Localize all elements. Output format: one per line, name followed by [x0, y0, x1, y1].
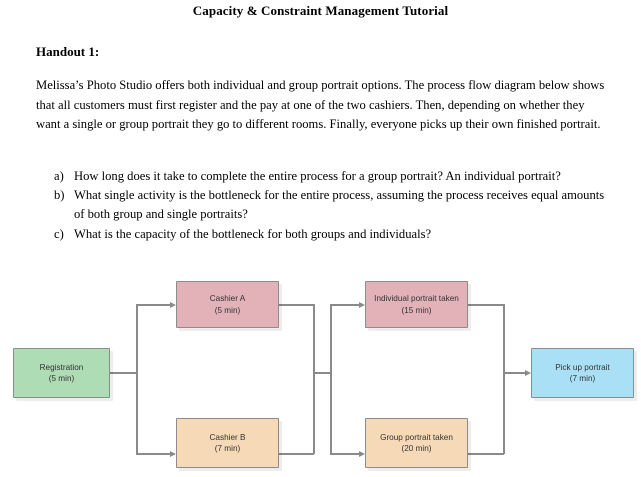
question-list: a) How long does it take to complete the…	[36, 167, 614, 244]
page-title: Capacity & Constraint Management Tutoria…	[192, 3, 449, 18]
node-group-portrait-label: Group portrait taken	[380, 432, 453, 442]
connector-merge-to-split-bridge	[313, 372, 331, 374]
connector-registration-to-split	[110, 372, 137, 374]
node-registration-label: Registration	[39, 362, 84, 372]
node-cashier-b[interactable]: Cashier B (7 min)	[176, 418, 279, 468]
arrow-into-individual-portrait	[359, 301, 365, 308]
list-item-text: What is the capacity of the bottleneck f…	[74, 226, 432, 241]
node-cashier-a[interactable]: Cashier A (5 min)	[176, 281, 279, 328]
node-group-portrait[interactable]: Group portrait taken (20 min)	[365, 418, 468, 468]
connector-split-to-cashier-b	[136, 453, 170, 455]
node-cashier-b-time: (7 min)	[214, 444, 241, 453]
list-item-text: How long does it take to complete the en…	[74, 169, 561, 183]
list-item-marker: a)	[54, 169, 64, 183]
arrow-into-cashier-a	[170, 301, 176, 308]
node-pickup-portrait[interactable]: Pick up portrait (7 min)	[531, 348, 634, 398]
arrow-into-group-portrait	[359, 450, 365, 457]
connector-merge-vertical-portraits	[503, 304, 505, 454]
connector-split-vertical-portraits	[330, 304, 332, 454]
node-pickup-portrait-time: (7 min)	[569, 374, 596, 383]
process-flow-diagram: Registration (5 min) Cashier A (5 min) C…	[0, 268, 641, 477]
connector-split-to-individual	[330, 304, 359, 306]
list-item-text: What single activity is the bottleneck f…	[74, 188, 605, 222]
node-registration-time: (5 min)	[48, 374, 75, 383]
node-cashier-a-time: (5 min)	[214, 305, 241, 315]
connector-cashier-b-to-merge	[279, 453, 314, 455]
list-item: b) What single activity is the bottlenec…	[36, 186, 614, 224]
connector-merge-vertical-cashiers	[313, 304, 315, 454]
node-cashier-a-label: Cashier A	[209, 294, 246, 303]
node-pickup-portrait-label: Pick up portrait	[555, 362, 610, 372]
node-cashier-b-label: Cashier B	[209, 432, 246, 442]
list-item: c) What is the capacity of the bottlenec…	[36, 225, 614, 244]
connector-cashier-a-to-merge	[279, 304, 314, 306]
node-individual-portrait-time: (15 min)	[401, 305, 432, 315]
arrow-into-pickup-portrait	[525, 369, 531, 376]
list-item-marker: c)	[54, 226, 64, 241]
connector-individual-to-merge	[468, 304, 504, 306]
node-registration[interactable]: Registration (5 min)	[13, 348, 110, 398]
node-group-portrait-time: (20 min)	[401, 444, 432, 453]
connector-split-to-cashier-a	[136, 304, 170, 306]
list-item: a) How long does it take to complete the…	[36, 167, 614, 186]
intro-paragraph: Melissa’s Photo Studio offers both indiv…	[36, 78, 605, 131]
connector-group-to-merge	[468, 453, 504, 455]
node-individual-portrait-label: Individual portrait taken	[374, 294, 459, 303]
connector-split-to-group	[330, 453, 359, 455]
connector-merge-to-pickup	[503, 372, 525, 374]
arrow-into-cashier-b	[170, 450, 176, 457]
node-individual-portrait[interactable]: Individual portrait taken (15 min)	[365, 281, 468, 328]
connector-split-vertical	[136, 304, 138, 454]
handout-label: Handout 1:	[36, 44, 100, 59]
list-item-marker: b)	[54, 188, 65, 203]
